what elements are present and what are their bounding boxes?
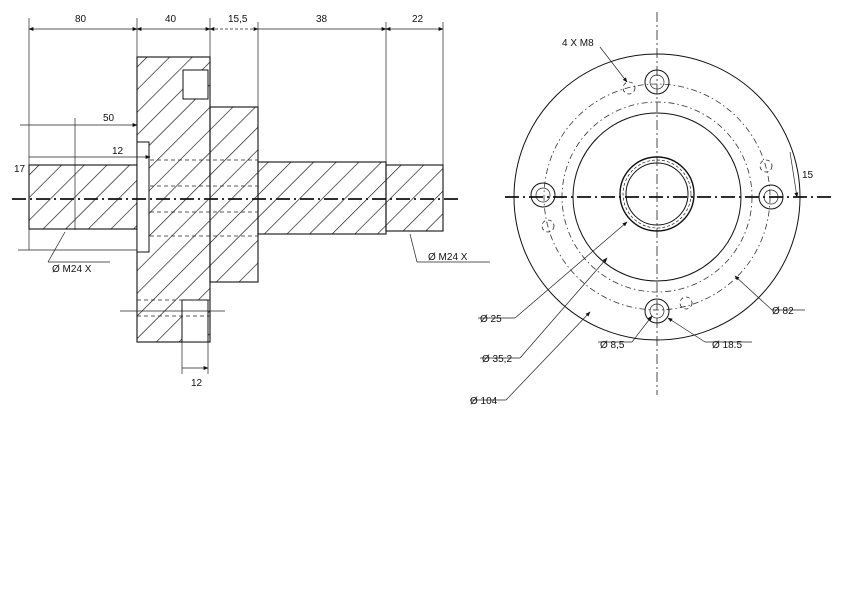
dim-15: 15 — [802, 170, 814, 181]
dim-d185: Ø 18.5 — [712, 340, 742, 351]
dim-80: 80 — [75, 14, 87, 25]
dim-12-bottom: 12 — [191, 378, 203, 389]
dim-d82: Ø 82 — [772, 306, 794, 317]
dim-12-top: 12 — [112, 146, 124, 157]
m8-hole-2 — [759, 159, 773, 173]
front-view: 4 X M8 15 Ø 25 Ø 35,2 Ø 104 Ø 8,5 Ø 18.5… — [470, 12, 832, 407]
bolt-hole-left — [530, 182, 556, 208]
dim-17: 17 — [14, 164, 26, 175]
dim-38: 38 — [316, 14, 328, 25]
flange-hub — [209, 106, 259, 283]
m8-hole-4 — [541, 219, 555, 233]
flange-gap-left — [136, 141, 150, 253]
side-view: 80 40 15,5 38 22 50 12 17 12 Ø M24 X Ø M… — [12, 14, 490, 389]
m8-hole-3 — [679, 296, 693, 310]
m8-hole-1 — [622, 81, 636, 95]
dim-50: 50 — [103, 113, 115, 124]
flange-slot-bottom — [181, 299, 209, 343]
dim-40: 40 — [165, 14, 177, 25]
dim-d35: Ø 35,2 — [482, 354, 512, 365]
dim-d104: Ø 104 — [470, 396, 498, 407]
central-shaft — [257, 161, 387, 235]
dim-22: 22 — [412, 14, 424, 25]
flange-slot-top — [182, 69, 209, 100]
bore-thread — [622, 159, 692, 229]
dim-d25: Ø 25 — [480, 314, 502, 325]
right-shaft — [385, 164, 444, 232]
left-shaft — [28, 164, 138, 230]
dim-d85: Ø 8,5 — [600, 340, 625, 351]
thread-label-left: Ø M24 X — [52, 264, 92, 275]
thread-label-right: Ø M24 X — [428, 252, 468, 263]
dim-15-5: 15,5 — [228, 14, 248, 25]
holes-label: 4 X M8 — [562, 38, 594, 49]
